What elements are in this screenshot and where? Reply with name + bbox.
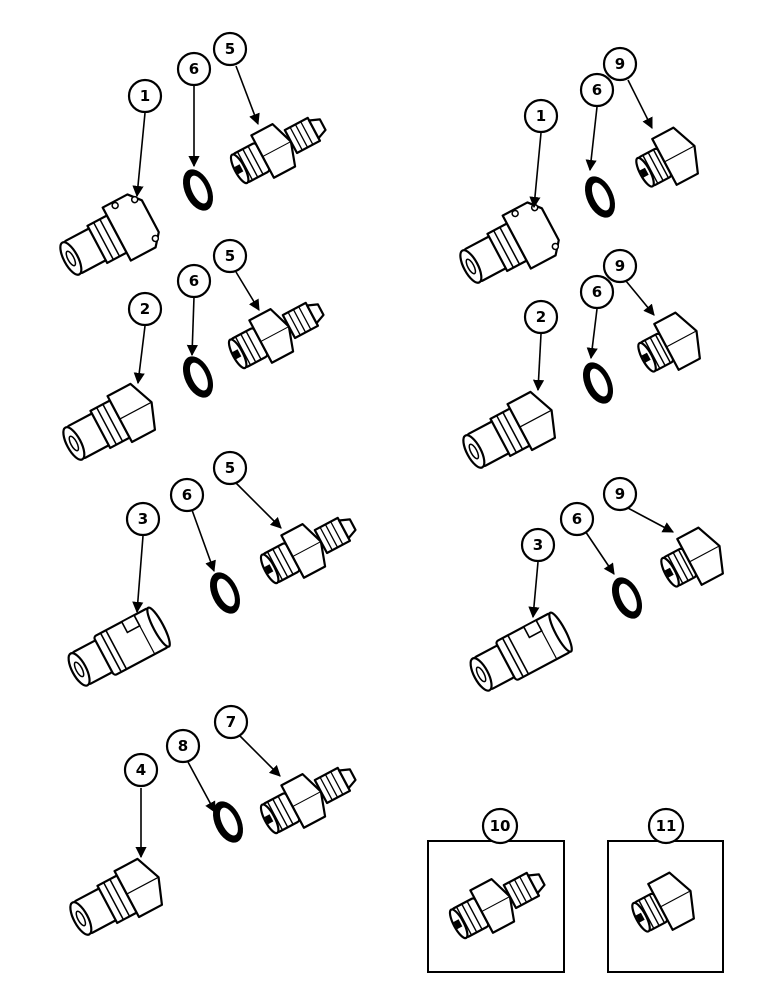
callout-6: 6 [559,501,595,537]
leader-2 [133,325,146,385]
leader-6 [186,296,198,357]
callout-6: 6 [579,274,615,310]
callout-8: 8 [165,728,201,764]
callout-3: 3 [125,501,161,537]
svg-text:3: 3 [533,536,543,554]
callout-11: 11 [647,807,685,845]
leader-9 [625,506,674,533]
callout-5: 5 [212,31,248,67]
svg-text:2: 2 [140,300,150,318]
svg-text:10: 10 [490,817,511,835]
svg-text:2: 2 [536,308,546,326]
part-10-adapter [441,857,555,949]
part-4-coupler [61,853,172,946]
leader-7 [239,735,281,777]
leader-5 [235,271,260,311]
svg-text:9: 9 [615,55,625,73]
callout-9: 9 [602,46,638,82]
leader-2 [532,333,545,392]
svg-text:6: 6 [182,486,192,504]
callout-1: 1 [127,78,163,114]
callout-10: 10 [481,807,519,845]
part-1-coupler [449,196,566,298]
part-11-plug [623,866,704,944]
part-9-plug [627,121,708,199]
leader-6 [191,509,216,573]
callout-6: 6 [579,72,615,108]
callout-6: 6 [169,477,205,513]
part-3-coupler [463,609,577,699]
leader-3 [528,561,540,619]
part-9-plug [629,306,710,384]
svg-text:7: 7 [226,713,236,731]
leader-6 [586,308,598,360]
part-2-coupler [54,378,165,471]
callout-3: 3 [520,527,556,563]
leader-9 [627,79,653,130]
leader-5 [235,65,260,126]
svg-text:5: 5 [225,40,235,58]
svg-text:6: 6 [592,283,602,301]
callout-5: 5 [212,450,248,486]
svg-text:9: 9 [615,485,625,503]
callout-2: 2 [127,291,163,327]
svg-text:6: 6 [572,510,582,528]
part-9-plug [652,521,733,599]
callout-9: 9 [602,476,638,512]
callout-7: 7 [213,704,249,740]
part-8-oring [206,796,250,848]
svg-text:9: 9 [615,257,625,275]
part-6-oring [203,567,247,619]
svg-text:8: 8 [178,737,188,755]
part-5-adapter [222,102,336,194]
part-5-adapter [220,287,334,379]
svg-text:11: 11 [656,817,677,835]
part-6-oring [605,572,649,624]
callout-4: 4 [123,752,159,788]
svg-text:6: 6 [189,272,199,290]
svg-text:3: 3 [138,510,148,528]
svg-text:1: 1 [536,107,546,125]
leader-3 [132,535,144,614]
svg-text:4: 4 [136,761,146,779]
part-6-oring [576,357,620,409]
leader-5 [235,482,282,529]
part-6-oring [176,164,220,216]
leader-9 [625,280,655,316]
svg-text:6: 6 [592,81,602,99]
svg-text:5: 5 [225,247,235,265]
callout-2: 2 [523,299,559,335]
leader-1 [132,112,146,198]
leader-6 [585,106,598,172]
callout-6: 6 [176,263,212,299]
part-6-oring [176,351,220,403]
part-1-coupler [49,188,166,290]
leader-1 [529,132,542,209]
svg-text:1: 1 [140,87,150,105]
callout-1: 1 [523,98,559,134]
leader-8 [187,761,216,813]
callout-6: 6 [176,51,212,87]
callout-9: 9 [602,248,638,284]
svg-text:6: 6 [189,60,199,78]
part-3-coupler [61,604,175,694]
part-2-coupler [454,386,565,479]
part-6-oring [578,171,622,223]
svg-text:5: 5 [225,459,235,477]
callout-5: 5 [212,238,248,274]
